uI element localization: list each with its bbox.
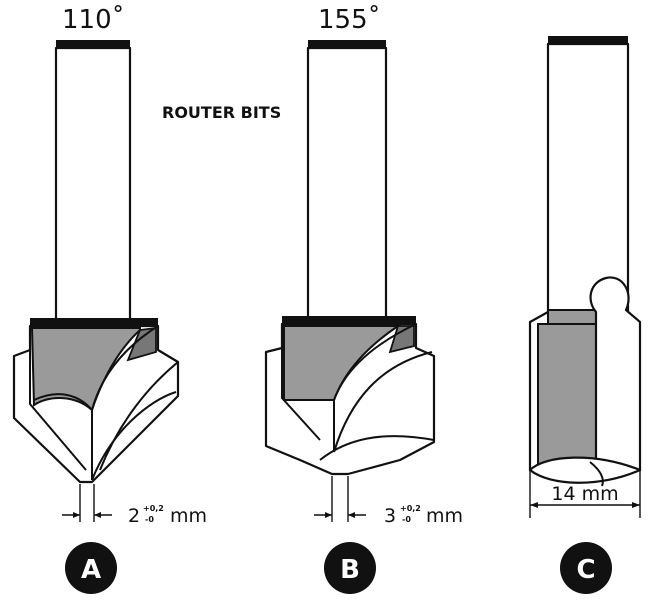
router-bit-c: 14 mm C [528, 36, 642, 594]
bit-b-left-bevel [281, 348, 321, 441]
bit-a-right-flute-2 [91, 391, 177, 481]
bit-c-badge-letter: C [576, 555, 595, 585]
bit-b-collar [282, 316, 416, 325]
bit-c-dim-arrowhead-right [632, 502, 640, 508]
bit-a-shank [54, 46, 132, 322]
router-bit-a: 110˚ 2 +0,2 -0 mm A [12, 5, 207, 594]
bit-c-dim-arrowhead-left [530, 502, 538, 508]
bit-a-dim-tol-minus: -0 [145, 515, 154, 524]
bit-a-dim-arrowhead-left [73, 512, 80, 518]
bit-c-flute-right [589, 276, 642, 472]
bit-b-badge [324, 542, 376, 594]
bit-b-dim-unit: mm [426, 505, 463, 527]
bit-b-dim-arrowhead-right [348, 512, 355, 518]
bit-c-carbide-top [547, 309, 597, 325]
bit-b-dim-tol-plus: +0,2 [400, 504, 421, 513]
bit-a-flute-edge [91, 325, 159, 411]
bit-a-dim-value: 2 [128, 505, 140, 527]
bit-a-dim-arrowhead-right [94, 512, 101, 518]
bit-b-dim-arrowhead-left [325, 512, 332, 518]
bit-c-shank-cap [548, 36, 628, 45]
bit-a-dim-unit: mm [170, 505, 207, 527]
router-bit-b: 155˚ 3 +0,2 -0 mm B [264, 5, 463, 594]
bit-a-carbide-edge [126, 326, 157, 362]
bit-a-badge-letter: A [81, 555, 101, 585]
diagram-title: ROUTER BITS [162, 103, 281, 122]
bit-a-shank-cap [56, 40, 130, 49]
bit-a-right-flute [99, 361, 179, 471]
bit-a-collar [30, 318, 158, 327]
bit-a-dim-tol-plus: +0,2 [143, 504, 164, 513]
bit-c-carbide-face [537, 323, 597, 465]
bit-b-badge-letter: B [340, 555, 360, 585]
bit-a-badge [65, 542, 117, 594]
bit-b-dim-tol-minus: -0 [402, 515, 411, 524]
bit-b-flute-edge [333, 323, 417, 401]
bit-c-tip-notch [589, 461, 604, 487]
bit-b-shank-cap [308, 40, 386, 49]
bit-c-shank [546, 42, 630, 314]
bit-b-dim-value: 3 [384, 505, 396, 527]
bit-c-badge [560, 542, 612, 594]
bit-a-flute-curve [33, 393, 93, 411]
bit-b-lower-flute [319, 435, 435, 461]
bit-b-right-flute [333, 351, 433, 453]
bit-b-shank [306, 46, 388, 320]
bit-b-angle-label: 155˚ [318, 5, 381, 35]
bit-b-carbide-edge [388, 325, 415, 354]
bit-a-left-bevel [29, 350, 87, 471]
bit-c-dim-label: 14 mm [551, 483, 618, 505]
bit-a-angle-label: 110˚ [62, 5, 125, 35]
